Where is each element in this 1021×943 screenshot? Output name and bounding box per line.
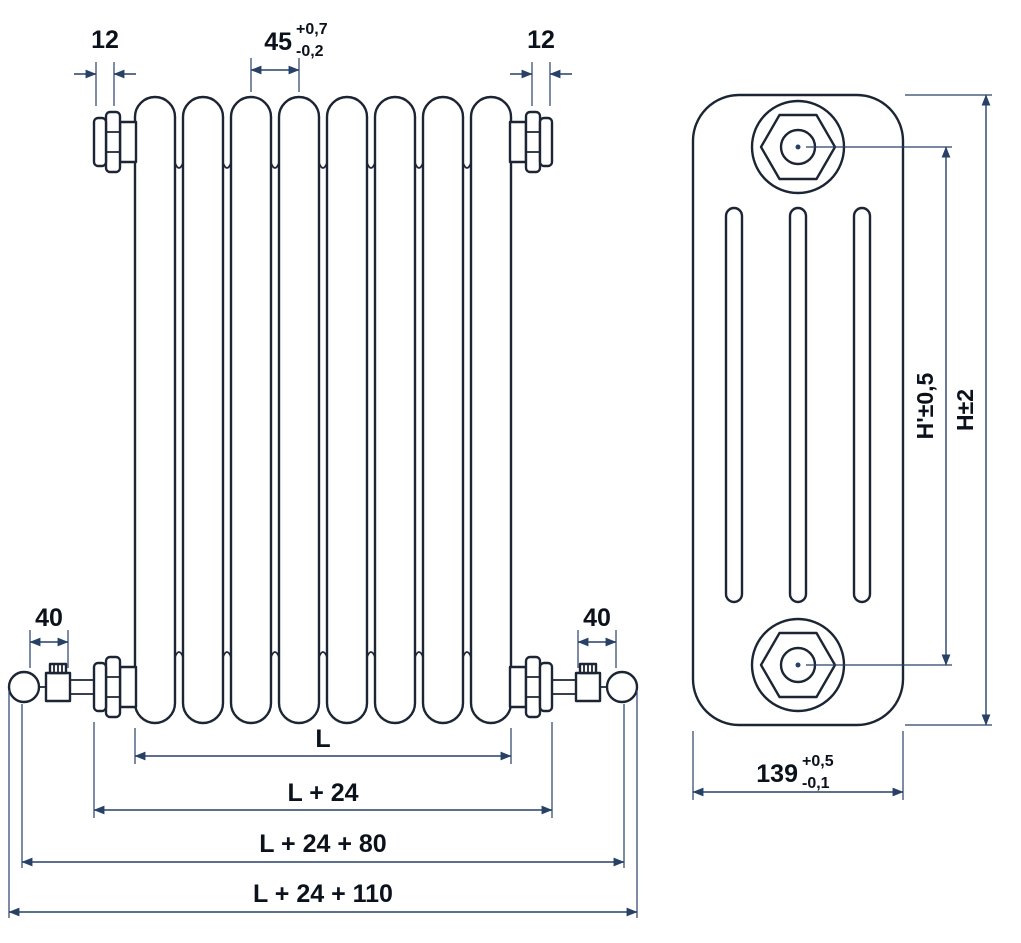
top-plug-left: [92, 110, 138, 174]
valve-ball: [7, 670, 41, 704]
column-junction: [414, 162, 424, 169]
column-junction: [318, 162, 328, 169]
column-junction: [174, 651, 184, 658]
plug-neck: [118, 120, 138, 164]
plug-cap: [538, 661, 554, 713]
column-junction: [222, 162, 232, 169]
radiator-column: [373, 95, 417, 725]
dim-label-axis-height: H'±0,5: [912, 372, 938, 439]
side-slots: [724, 206, 872, 604]
plug-flange: [104, 110, 122, 174]
plug-cap: [92, 661, 108, 713]
center-mark: [795, 144, 801, 150]
dim-length: L: [134, 725, 512, 764]
dim-length-plus-24: L + 24: [93, 722, 553, 818]
column-junction: [222, 651, 232, 658]
dim-label-length: L: [315, 725, 330, 753]
radiator-column: [277, 95, 321, 725]
plug-neck: [508, 665, 528, 709]
plug-cap: [538, 116, 554, 168]
radiator-column: [469, 95, 513, 725]
column-junction: [414, 651, 424, 658]
dim-label-tail-right: 40: [583, 604, 611, 632]
column-junction: [270, 162, 280, 169]
plug-neck: [508, 120, 528, 164]
center-mark: [795, 662, 801, 668]
radiator-column: [421, 95, 465, 725]
plug-cap: [92, 116, 108, 168]
radiator-columns: [133, 95, 513, 725]
dim-overall-height: H±2: [905, 94, 992, 726]
slot: [724, 206, 744, 604]
valve-right: [551, 662, 639, 704]
dim-label-pitch: 45: [264, 28, 292, 56]
plug-flange: [524, 110, 542, 174]
plug-flange: [524, 655, 542, 719]
column-junction: [462, 651, 472, 658]
column-junction: [366, 651, 376, 658]
dim-length-plus-24-80: L + 24 + 80: [21, 704, 625, 868]
top-plug-right: [508, 110, 554, 174]
dim-tail-left: 40: [29, 604, 69, 668]
bottom-plug-right: [508, 655, 554, 719]
column-junctions: [174, 162, 472, 658]
dim-label-length-24-110: L + 24 + 110: [253, 880, 393, 908]
dim-plug-width-left: 12: [74, 26, 136, 106]
slot: [852, 206, 872, 604]
column-junction: [462, 162, 472, 169]
valve-body: [574, 671, 602, 703]
dim-length-plus-24-110: L + 24 + 110: [8, 690, 638, 918]
dim-label-overall-height: H±2: [952, 389, 978, 431]
dim-column-pitch: 45 +0,7 -0,2: [250, 21, 328, 92]
dim-label-pitch-tol-upper: +0,7: [296, 21, 328, 38]
bottom-bushing: [750, 617, 846, 713]
dim-label-depth-tol-upper: +0,5: [802, 753, 834, 770]
dim-label-plug-width-left: 12: [91, 26, 119, 54]
dim-depth: 139 +0,5 -0,1: [692, 731, 904, 800]
dim-label-plug-width-right: 12: [527, 26, 555, 54]
dim-label-length-24: L + 24: [287, 779, 358, 807]
dim-label-depth-tol-lower: -0,1: [802, 775, 830, 792]
dim-plug-width-right: 12: [510, 26, 572, 106]
bottom-plug-left: [92, 655, 138, 719]
column-junction: [318, 651, 328, 658]
plug-neck: [118, 665, 138, 709]
column-junction: [174, 162, 184, 169]
dim-axis-height: H'±0,5: [806, 146, 952, 666]
front-view: 12 12 45 +0,7 -0,2 40: [7, 21, 639, 918]
radiator-column: [325, 95, 369, 725]
radiator-column: [133, 95, 177, 725]
plug-flange: [104, 655, 122, 719]
dim-tail-right: 40: [577, 604, 617, 668]
dim-label-tail-left: 40: [35, 604, 63, 632]
radiator-column: [229, 95, 273, 725]
valve-body: [44, 671, 72, 703]
dim-label-depth: 139: [756, 760, 798, 788]
side-view: H'±0,5 H±2 139 +0,5 -0,1: [691, 93, 992, 800]
valve-left: [7, 662, 95, 704]
dim-label-length-24-80: L + 24 + 80: [259, 830, 386, 858]
radiator-column: [181, 95, 225, 725]
valve-ball: [605, 670, 639, 704]
column-junction: [366, 162, 376, 169]
column-junction: [270, 651, 280, 658]
top-bushing: [750, 99, 846, 195]
dim-label-pitch-tol-lower: -0,2: [296, 43, 324, 60]
slot: [788, 206, 808, 604]
